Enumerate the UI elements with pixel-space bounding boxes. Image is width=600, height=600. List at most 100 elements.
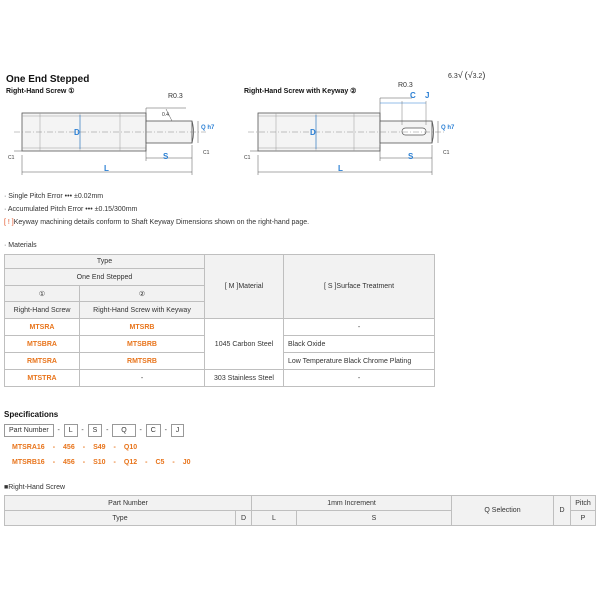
example-token: 456: [63, 459, 75, 466]
materials-header-type: Type: [4, 254, 205, 269]
diagram1-chamfer-left: C1: [8, 155, 15, 161]
materials-surface: -: [283, 369, 435, 387]
materials-type2: -: [79, 369, 205, 387]
example-token: J0: [182, 459, 191, 466]
diagram2-title: Right-Hand Screw with Keyway ②: [244, 88, 357, 95]
materials-type1[interactable]: MTSTRA: [4, 369, 80, 387]
diagram1-s-label: S: [163, 152, 169, 161]
table-row: MTSBRA MTSBRB Black Oxide: [4, 335, 435, 353]
field-s-box: S: [87, 424, 103, 437]
materials-header-col1-num: ①: [4, 285, 80, 302]
example-part-number-2: MTSRB16 - 456 - S10 - Q12 - C5 - J0: [12, 459, 199, 466]
diagram2-c-label: C: [410, 91, 416, 100]
diagram2-drawing: [248, 97, 446, 175]
note-single-pitch: · Single Pitch Error ••• ±0.02mm: [4, 193, 104, 200]
part-number-format: Part Number - L - S - Q - C - J: [4, 424, 185, 437]
keyway-note: [ ! ]Keyway machining details conform to…: [4, 219, 309, 226]
example-token: -: [113, 444, 116, 451]
rh-header-p: P: [570, 510, 596, 526]
materials-header-group: One End Stepped: [4, 268, 205, 286]
example-token: -: [113, 459, 116, 466]
materials-surface: Black Oxide: [283, 335, 435, 353]
materials-caption: · Materials: [4, 242, 37, 249]
note-accumulated-pitch: · Accumulated Pitch Error ••• ±0.15/300m…: [4, 206, 138, 213]
field-j-box: J: [170, 424, 185, 437]
separator-dash: -: [164, 427, 167, 434]
diagram1-r-label: R0.3: [168, 93, 183, 100]
diagram1-title: Right-Hand Screw ①: [6, 88, 75, 95]
field-c-box: C: [145, 424, 161, 437]
section-heading: One End Stepped: [6, 74, 90, 85]
example-token: S10: [93, 459, 106, 466]
materials-type2[interactable]: MTSRB: [79, 318, 205, 336]
diagram2-r-label: R0.3: [398, 82, 413, 89]
example-token: Q12: [123, 459, 138, 466]
materials-surface: -: [283, 318, 435, 336]
example-token: MTSRA16: [12, 444, 45, 451]
example-token: -: [82, 444, 86, 451]
diagram1-dim-04: 0.4: [162, 112, 169, 118]
example-token: -: [145, 459, 148, 466]
rh-header-type: Type: [4, 510, 236, 526]
diagram1-drawing: [14, 107, 206, 175]
example-token: 456: [63, 444, 75, 451]
materials-surface: Low Temperature Black Chrome Plating: [283, 352, 435, 370]
field-l-box: L: [63, 424, 78, 437]
example-token: C5: [155, 459, 165, 466]
materials-header-material: [ M ]Material: [204, 254, 284, 319]
example-token: MTSRB16: [12, 459, 45, 466]
rh-header-d: D: [553, 495, 571, 526]
right-hand-screw-table: Part Number 1mm Increment Q Selection D …: [4, 495, 596, 526]
separator-dash: -: [57, 427, 60, 434]
rh-header-l: L: [251, 510, 297, 526]
materials-header-col1: Right-Hand Screw: [4, 301, 80, 319]
separator-dash: -: [106, 427, 109, 434]
specifications-title: Specifications: [4, 410, 59, 419]
diagram1-q-label: Q h7: [201, 125, 215, 131]
rh-header-d2: D: [235, 510, 252, 526]
materials-header-surface: [ S ]Surface Treatment: [283, 254, 435, 319]
roughness-left-value: 6.3: [448, 73, 458, 80]
materials-table: Type [ M ]Material [ S ]Surface Treatmen…: [4, 254, 435, 387]
diagram2-d-label: D: [310, 128, 316, 137]
surface-roughness-symbols: 6.3√ (√3.2): [448, 70, 486, 80]
materials-type1[interactable]: MTSBRA: [4, 335, 80, 353]
example-token: -: [52, 444, 56, 451]
separator-dash: -: [139, 427, 142, 434]
keyway-note-bracket: [ ! ]: [4, 219, 14, 226]
rh-header-increment: 1mm Increment: [251, 495, 452, 511]
diagram2-chamfer-right: C1: [443, 150, 450, 156]
diagram2-chamfer-left: C1: [244, 155, 251, 161]
rh-table-caption: ■Right-Hand Screw: [4, 484, 66, 491]
separator-dash: -: [81, 427, 84, 434]
rh-header-pitch: Pitch: [570, 495, 596, 511]
example-token: -: [172, 459, 175, 466]
roughness-right-value: 3.2: [472, 73, 483, 80]
keyway-note-text: Keyway machining details conform to Shaf…: [13, 219, 310, 226]
diagram2-j-label: J: [425, 91, 430, 100]
table-row: MTSTRA - 303 Stainless Steel -: [4, 369, 435, 387]
table-row: MTSRA MTSRB 1045 Carbon Steel -: [4, 318, 435, 370]
example-token: S49: [93, 444, 106, 451]
rh-header-q-selection: Q Selection: [451, 495, 554, 526]
diagram2-s-label: S: [408, 152, 414, 161]
materials-header-col2: Right-Hand Screw with Keyway: [79, 301, 205, 319]
materials-type2[interactable]: MTSBRB: [79, 335, 205, 353]
diagram2-q-label: Q h7: [441, 125, 455, 131]
materials-type1[interactable]: RMTSRA: [4, 352, 80, 370]
example-token: -: [52, 459, 56, 466]
diagram1-d-label: D: [74, 128, 80, 137]
field-q-box: Q: [112, 424, 136, 437]
materials-header-col2-num: ②: [79, 285, 205, 302]
materials-type2[interactable]: RMTSRB: [79, 352, 205, 370]
diagram1-chamfer-right: C1: [203, 150, 210, 156]
materials-shared-material: 1045 Carbon Steel: [204, 318, 284, 370]
example-token: -: [82, 459, 86, 466]
part-number-box: Part Number: [4, 424, 54, 437]
rh-header-s: S: [296, 510, 452, 526]
example-token: Q10: [123, 444, 138, 451]
example-part-number-1: MTSRA16 - 456 - S49 - Q10: [12, 444, 145, 451]
materials-type1[interactable]: MTSRA: [4, 318, 80, 336]
diagram1-l-label: L: [104, 164, 109, 173]
diagram2-l-label: L: [338, 164, 343, 173]
